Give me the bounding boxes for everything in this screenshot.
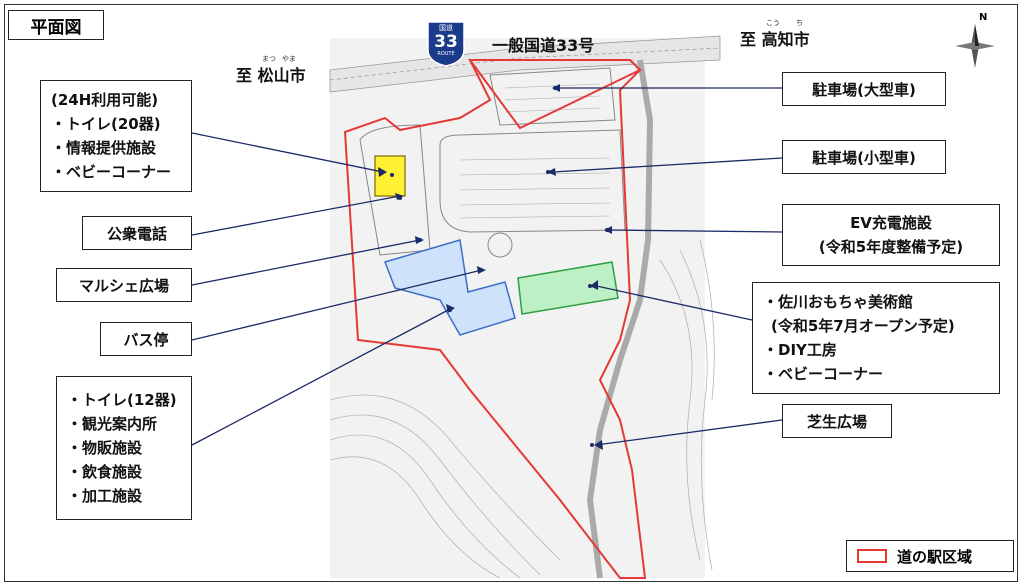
label-parking-small: 駐車場(小型車) — [782, 140, 946, 174]
label-ev: EV充電施設 (令和5年度整備予定) — [782, 204, 1000, 266]
label-main-line-1: ・トイレ(12器) — [67, 391, 177, 409]
museum-building — [517, 261, 619, 315]
label-museum-line-1: ・佐川おもちゃ美術館 — [763, 293, 914, 311]
side-road — [586, 59, 654, 579]
kochi-ruby-2: ち — [796, 19, 803, 27]
label-24h-facility: (24H利用可能) ・トイレ(20器) ・情報提供施設 ・ベビーコーナー — [40, 80, 192, 192]
main-building — [384, 239, 516, 336]
legend: 道の駅区域 — [846, 540, 1014, 572]
page-frame — [4, 4, 1018, 582]
route-shield — [427, 21, 465, 67]
contour-lines — [329, 239, 715, 579]
label-marche: マルシェ広場 — [56, 268, 192, 302]
roundabout — [487, 232, 513, 258]
large-vehicle-boundary — [468, 59, 642, 130]
label-museum-line-3: ・DIY工房 — [763, 341, 837, 359]
direction-matsuyama: 至 松山市 — [236, 66, 306, 85]
label-24h-line-1: (24H利用可能) — [51, 91, 159, 109]
page-title: 平面図 — [8, 10, 104, 40]
label-museum-line-4: ・ベビーコーナー — [763, 365, 884, 383]
parking-stall-lines — [459, 83, 611, 219]
direction-kochi: 至 高知市 — [740, 30, 810, 49]
compass-north: N — [979, 12, 988, 23]
route-shield-number: 33 — [434, 32, 458, 52]
label-bus-stop: バス停 — [100, 322, 192, 356]
label-ev-line-1: EV充電施設 — [850, 214, 932, 232]
label-main-building: ・トイレ(12器) ・観光案内所 ・物販施設 ・飲食施設 ・加工施設 — [56, 376, 192, 520]
route-shield-top: 国道 — [439, 24, 453, 32]
station-boundary — [343, 59, 647, 579]
label-public-phone: 公衆電話 — [82, 216, 192, 250]
label-24h-line-2: ・トイレ(20器) — [51, 115, 161, 133]
label-museum-line-2: (令和5年7月オープン予定) — [771, 317, 955, 335]
legend-swatch — [857, 549, 887, 563]
label-24h-line-3: ・情報提供施設 — [51, 139, 157, 157]
label-main-line-4: ・飲食施設 — [67, 463, 143, 481]
label-parking-large: 駐車場(大型車) — [782, 72, 946, 106]
label-lawn: 芝生広場 — [782, 404, 892, 438]
route-shield-bottom: ROUTE — [437, 51, 455, 57]
highway-route-33 — [329, 35, 721, 93]
leader-lines — [191, 87, 783, 446]
arrow-heads — [378, 84, 612, 450]
matsuyama-ruby-2: やま — [282, 55, 296, 63]
map-background — [330, 38, 705, 578]
label-main-line-5: ・加工施設 — [67, 487, 143, 505]
label-museum: ・佐川おもちゃ美術館 (令和5年7月オープン予定) ・DIY工房 ・ベビーコーナ… — [752, 282, 1000, 394]
kochi-ruby-1: こう — [766, 19, 780, 27]
label-24h-line-4: ・ベビーコーナー — [51, 163, 172, 181]
label-ev-line-2: (令和5年度整備予定) — [818, 238, 964, 256]
label-main-line-2: ・観光案内所 — [67, 415, 158, 433]
route-shield-label: 国道 33 ROUTE — [428, 24, 464, 58]
road-name: 一般国道33号 — [492, 36, 595, 55]
label-main-line-3: ・物販施設 — [67, 439, 143, 457]
legend-label: 道の駅区域 — [897, 547, 973, 566]
highway-centerline — [329, 47, 721, 81]
compass-rose — [955, 24, 995, 68]
matsuyama-ruby-1: まつ — [262, 55, 276, 63]
